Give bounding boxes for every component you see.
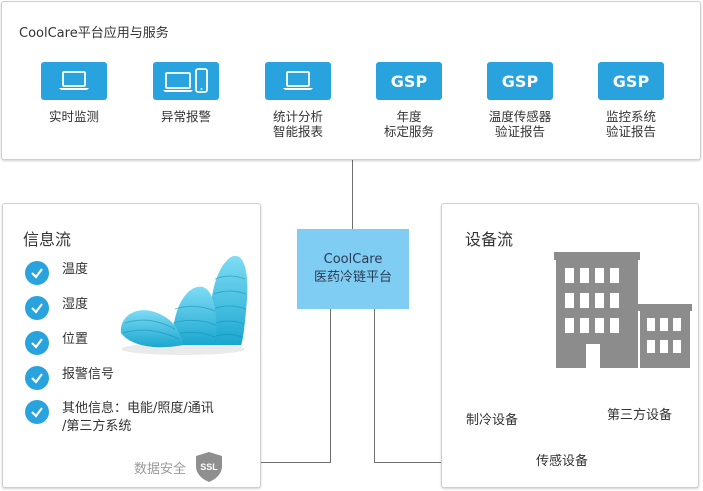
equipment-flow-title: 设备流 [465,230,514,249]
connector-right-horizontal [374,462,441,463]
service-annual-calibration[interactable]: GSP 年度 标定服务 [359,62,459,139]
security-label: 数据安全 [134,461,187,477]
service-abnormal-alarm[interactable]: 异常报警 [136,62,236,124]
gsp-icon: GSP [376,62,442,100]
service-statistics-reports[interactable]: 统计分析 智能报表 [248,62,348,139]
connector-right-vertical [374,309,375,463]
laptop-icon [265,62,331,100]
check-icon [25,296,49,320]
service-realtime-monitoring[interactable]: 实时监测 [24,62,124,124]
cooling-waves-illustration [120,255,248,355]
connector-top-vertical [352,160,353,229]
platform-subtitle: 医药冷链平台 [313,270,392,285]
data-security: 数据安全 SSL [134,451,224,483]
equipment-flow-panel: 设备流 制冷设备 第三方设备 传感设备 [441,203,699,488]
info-item-label: 位置 [62,332,89,347]
info-item-label: 湿度 [62,297,89,312]
service-label: 年度 标定服务 [383,109,434,139]
info-item-humidity: 湿度 [25,296,88,320]
refrigeration-equipment-label: 制冷设备 [466,413,519,428]
laptop-phone-icon [153,62,219,100]
platform-services-panel: CoolCare平台应用与服务 实时监测 异常报警 统计分析 智能报表 GSP … [1,1,701,160]
building-icon [554,252,692,368]
info-item-location: 位置 [25,331,88,355]
third-party-equipment-label: 第三方设备 [607,408,673,423]
laptop-icon [41,62,107,100]
platform-name: CoolCare [323,252,383,267]
info-item-label: 其他信息：电能/照度/通讯 /第三方系统 [62,401,214,434]
check-icon [25,400,49,424]
service-label: 实时监测 [48,109,99,124]
info-flow-title: 信息流 [23,230,72,249]
gsp-icon: GSP [487,62,553,100]
info-item-alarm-signal: 报警信号 [25,366,114,390]
info-item-temperature: 温度 [25,261,88,285]
service-system-validation[interactable]: GSP 监控系统 验证报告 [581,62,681,139]
check-icon [25,331,49,355]
info-flow-panel: 信息流 温度 湿度 位置 报警信号 其他信息：电能/照度/通讯 /第三方系统 [2,203,261,488]
gsp-icon: GSP [598,62,664,100]
service-label: 统计分析 智能报表 [272,109,323,139]
ssl-badge-text: SSL [200,462,218,472]
ssl-shield-icon: SSL [196,452,223,482]
service-label: 监控系统 验证报告 [605,109,656,139]
service-label: 异常报警 [160,109,211,124]
connector-left-horizontal [261,462,331,463]
platform-title: CoolCare平台应用与服务 [19,26,169,41]
service-sensor-validation[interactable]: GSP 温度传感器 验证报告 [470,62,570,139]
check-icon [25,261,49,285]
coolcare-platform-box: CoolCare 医药冷链平台 [297,229,409,309]
connector-left-vertical [330,309,331,463]
check-icon [25,366,49,390]
info-item-other: 其他信息：电能/照度/通讯 /第三方系统 [25,400,214,436]
sensor-equipment-label: 传感设备 [536,454,589,469]
info-item-label: 报警信号 [62,367,115,382]
service-label: 温度传感器 验证报告 [488,109,552,139]
info-item-label: 温度 [62,262,89,277]
